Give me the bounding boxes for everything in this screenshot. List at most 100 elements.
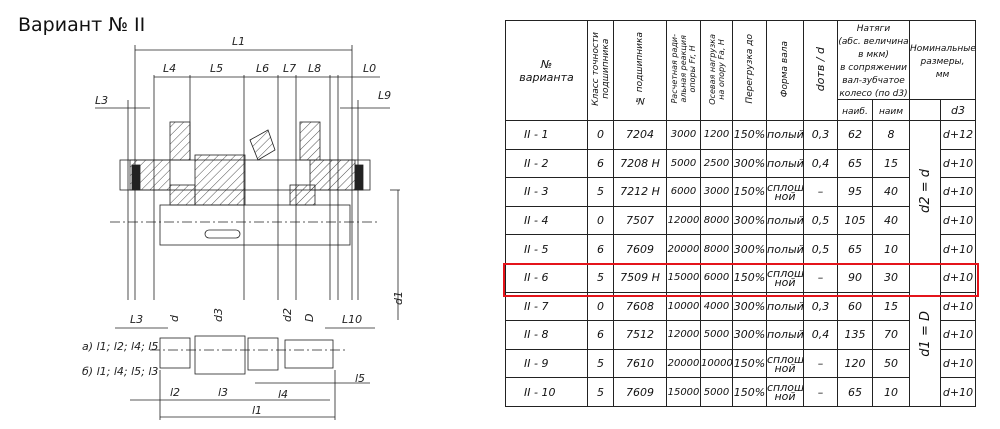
header-overload-label: Перегрузка до bbox=[744, 34, 755, 104]
cell-bearing-no: 7212 H bbox=[613, 177, 667, 207]
dim-label-L6: L6 bbox=[256, 62, 269, 75]
cell-overload: 300% bbox=[732, 320, 767, 350]
header-blank bbox=[909, 99, 942, 121]
merged-d1-eq-D: d1 = D bbox=[909, 262, 942, 407]
cell-interference-max: 65 bbox=[837, 377, 873, 407]
cell-variant: II - 6 bbox=[505, 262, 588, 293]
cell-interference-min: 50 bbox=[871, 348, 911, 379]
dim-label-L10: L10 bbox=[342, 313, 362, 326]
dim-label-d: d bbox=[168, 314, 181, 322]
merged-d2-eq-d: d2 = d bbox=[909, 120, 942, 264]
cell-variant: II - 1 bbox=[505, 120, 588, 150]
cell-d3: d+10 bbox=[940, 234, 977, 264]
cell-d-ratio: 0,3 bbox=[803, 291, 838, 322]
cell-variant: II - 8 bbox=[505, 320, 588, 350]
cell-shaft-form: сплош- ной bbox=[766, 262, 804, 293]
cell-axial-load: 3000 bbox=[700, 177, 733, 207]
cell-accuracy-class: 6 bbox=[587, 234, 614, 264]
dim-label-L5: L5 bbox=[210, 62, 223, 75]
cell-radial-reaction: 12000 bbox=[666, 320, 701, 350]
header-interference-min: наим bbox=[871, 99, 911, 121]
header-d-ratio: dотв / d bbox=[803, 20, 838, 121]
cell-interference-max: 65 bbox=[837, 148, 873, 179]
cell-bearing-no: 7609 bbox=[613, 234, 667, 264]
cell-variant: II - 9 bbox=[505, 348, 588, 379]
cell-d3: d+10 bbox=[940, 348, 977, 379]
shaft-label-l5: l5 bbox=[355, 372, 365, 385]
cell-shaft-form: полый bbox=[766, 291, 804, 322]
cell-variant: II - 7 bbox=[505, 291, 588, 322]
cell-overload: 150% bbox=[732, 120, 767, 150]
cell-interference-min: 15 bbox=[871, 291, 911, 322]
cell-interference-max: 95 bbox=[837, 177, 873, 207]
dim-label-d1: d1 bbox=[392, 291, 405, 305]
shaft-label-l2: l2 bbox=[170, 386, 180, 399]
cell-d3: d+10 bbox=[940, 205, 977, 236]
cell-accuracy-class: 6 bbox=[587, 320, 614, 350]
header-interference-max: наиб. bbox=[837, 99, 873, 121]
cell-overload: 300% bbox=[732, 148, 767, 179]
header-accuracy-class-label: Класс точности подшипника bbox=[590, 32, 611, 106]
dim-label-L0: L0 bbox=[363, 62, 376, 75]
cell-axial-load: 10000 bbox=[700, 348, 733, 379]
cell-axial-load: 8000 bbox=[700, 205, 733, 236]
shaft-variant-b: б) l1; l4; l5; l3 bbox=[82, 365, 158, 378]
header-overload: Перегрузка до bbox=[732, 20, 767, 121]
header-axial-load-label: Осевая нагрузка на опору Fa, H bbox=[707, 33, 726, 105]
cell-variant: II - 2 bbox=[505, 148, 588, 179]
dim-label-L3-top: L3 bbox=[95, 94, 108, 107]
header-axial-load: Осевая нагрузка на опору Fa, H bbox=[700, 20, 733, 121]
cell-shaft-form: полый bbox=[766, 205, 804, 236]
cell-d-ratio: 0,5 bbox=[803, 234, 838, 264]
header-shaft-form: Форма вала bbox=[766, 20, 804, 121]
cell-radial-reaction: 20000 bbox=[666, 234, 701, 264]
header-radial-reaction: Расчетная ради- альная реакция опоры Fr,… bbox=[666, 20, 701, 121]
header-d3: d3 bbox=[940, 99, 977, 121]
cell-d-ratio: – bbox=[803, 377, 838, 407]
cell-d3: d+12 bbox=[940, 120, 977, 150]
header-d-ratio-label: dотв / d bbox=[813, 46, 827, 92]
cell-d3: d+10 bbox=[940, 291, 977, 322]
dim-label-L8: L8 bbox=[308, 62, 321, 75]
cell-variant: II - 10 bbox=[505, 377, 588, 407]
dim-label-L3: L3 bbox=[130, 313, 143, 326]
header-bearing-no-label: № подшипника bbox=[635, 32, 645, 106]
cell-overload: 300% bbox=[732, 291, 767, 322]
cell-accuracy-class: 6 bbox=[587, 148, 614, 179]
cell-axial-load: 5000 bbox=[700, 320, 733, 350]
page-title: Вариант № II bbox=[18, 14, 146, 36]
cell-bearing-no: 7509 H bbox=[613, 262, 667, 293]
header-interference-min-label: наим bbox=[878, 106, 904, 117]
cell-axial-load: 1200 bbox=[700, 120, 733, 150]
dim-label-L7: L7 bbox=[283, 62, 296, 75]
cell-bearing-no: 7608 bbox=[613, 291, 667, 322]
cell-d-ratio: 0,5 bbox=[803, 205, 838, 236]
cell-interference-max: 90 bbox=[837, 262, 873, 293]
cell-interference-max: 120 bbox=[837, 348, 873, 379]
cell-axial-load: 2500 bbox=[700, 148, 733, 179]
shaft-label-l3: l3 bbox=[218, 386, 228, 399]
cell-accuracy-class: 0 bbox=[587, 205, 614, 236]
cell-overload: 150% bbox=[732, 177, 767, 207]
cell-shaft-form: полый bbox=[766, 320, 804, 350]
cell-radial-reaction: 3000 bbox=[666, 120, 701, 150]
cell-interference-min: 10 bbox=[871, 234, 911, 264]
cell-interference-max: 65 bbox=[837, 234, 873, 264]
cell-bearing-no: 7609 bbox=[613, 377, 667, 407]
cell-shaft-form: полый bbox=[766, 120, 804, 150]
header-interference-label: Натяги (абс. величина в мкм) в сопряжени… bbox=[838, 24, 909, 99]
cell-overload: 150% bbox=[732, 377, 767, 407]
cell-d-ratio: 0,4 bbox=[803, 320, 838, 350]
header-bearing-no: № подшипника bbox=[613, 20, 667, 121]
cell-radial-reaction: 10000 bbox=[666, 291, 701, 322]
cell-shaft-form: полый bbox=[766, 234, 804, 264]
cell-bearing-no: 7208 H bbox=[613, 148, 667, 179]
cell-d3: d+10 bbox=[940, 177, 977, 207]
cell-shaft-form: сплош- ной bbox=[766, 177, 804, 207]
